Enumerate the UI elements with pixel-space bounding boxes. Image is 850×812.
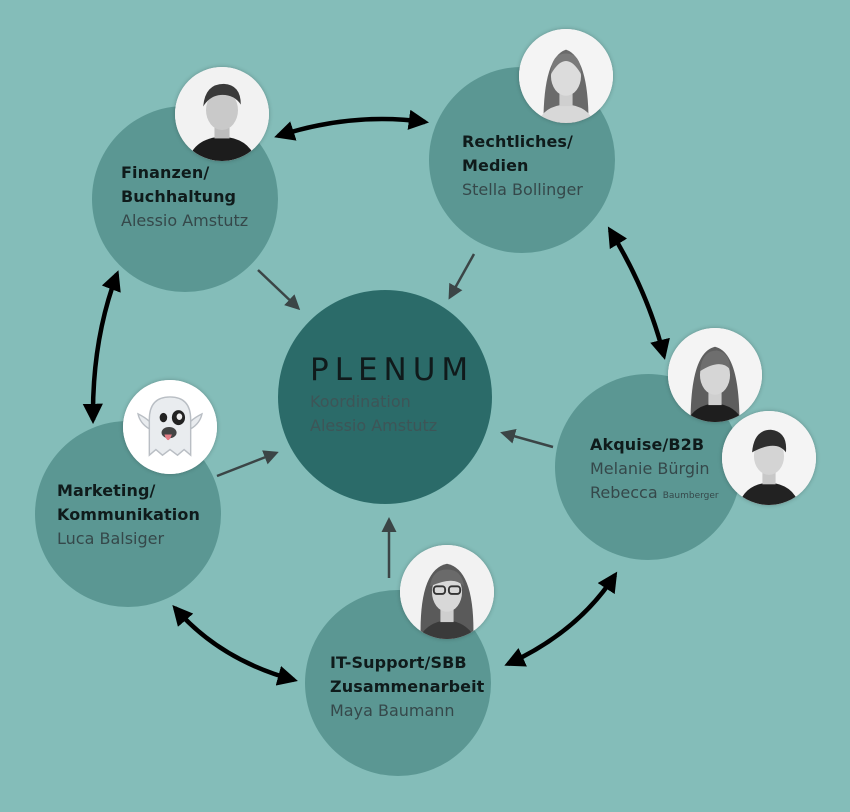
- plenum-person: Alessio Amstutz: [310, 416, 438, 435]
- marketing-text: Marketing/ Kommunikation Luca Balsiger: [57, 479, 200, 551]
- person-photo-icon: [722, 411, 816, 505]
- marketing-avatar: [123, 380, 217, 474]
- link-recht-center: [448, 253, 476, 300]
- marketing-person: Luca Balsiger: [57, 529, 165, 548]
- link-it-marketing: [172, 604, 298, 686]
- marketing-title-1: Marketing/: [57, 481, 156, 500]
- person-photo-icon: [400, 545, 494, 639]
- plenum-role: Koordination: [310, 392, 411, 411]
- link-marketing-finanzen: [82, 270, 121, 425]
- node-plenum: [278, 290, 492, 504]
- plenum-subtitle: Koordination Alessio Amstutz: [310, 390, 437, 438]
- link-akquise-center: [500, 429, 554, 449]
- akquise-person-2: Rebecca Baumberger: [590, 481, 719, 508]
- recht-person: Stella Bollinger: [462, 180, 583, 199]
- marketing-title-2: Kommunikation: [57, 505, 200, 524]
- link-akquise-it: [504, 571, 618, 667]
- plenum-title: PLENUM: [310, 352, 475, 388]
- link-finanzen-center: [257, 269, 301, 311]
- akquise-title: Akquise/B2B: [590, 435, 705, 454]
- it-person: Maya Baumann: [330, 701, 455, 720]
- person-photo-icon: [668, 328, 762, 422]
- recht-title-2: Medien: [462, 156, 529, 175]
- akquise-person-2-last: Baumberger: [662, 491, 719, 501]
- finanzen-person: Alessio Amstutz: [121, 211, 249, 230]
- finanzen-avatar: [175, 67, 269, 161]
- link-finanzen-recht: [274, 109, 430, 141]
- finanzen-title-2: Buchhaltung: [121, 187, 237, 206]
- recht-text: Rechtliches/ Medien Stella Bollinger: [462, 130, 583, 202]
- it-avatar: [400, 545, 494, 639]
- akquise-text: Akquise/B2B Melanie Bürgin Rebecca Baumb…: [590, 433, 719, 508]
- finanzen-title-1: Finanzen/: [121, 163, 210, 182]
- recht-title-1: Rechtliches/: [462, 132, 573, 151]
- recht-avatar: [519, 29, 613, 123]
- akquise-avatar-2: [722, 411, 816, 505]
- person-photo-icon: [175, 67, 269, 161]
- ghost-emoji-icon: [123, 380, 217, 474]
- link-marketing-center: [216, 450, 279, 478]
- finanzen-text: Finanzen/ Buchhaltung Alessio Amstutz: [121, 161, 248, 233]
- it-text: IT-Support/SBB Zusammenarbeit Maya Bauma…: [330, 651, 484, 723]
- person-photo-icon: [519, 29, 613, 123]
- link-recht-akquise: [607, 226, 670, 360]
- akquise-person-1: Melanie Bürgin: [590, 459, 710, 478]
- akquise-person-2-first: Rebecca: [590, 483, 658, 502]
- akquise-avatar-1: [668, 328, 762, 422]
- it-title-2: Zusammenarbeit: [330, 677, 485, 696]
- it-title-1: IT-Support/SBB: [330, 653, 467, 672]
